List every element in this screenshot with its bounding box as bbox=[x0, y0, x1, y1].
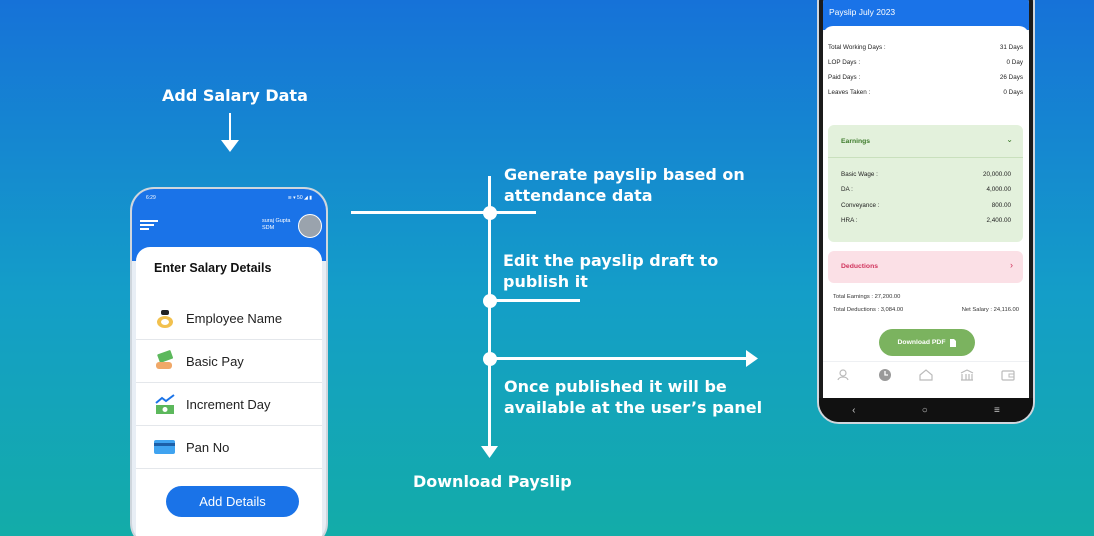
earning-key: HRA : bbox=[841, 217, 858, 224]
add-details-button[interactable]: Add Details bbox=[166, 486, 299, 517]
summary-key: LOP Days : bbox=[828, 59, 861, 66]
summary-key: Paid Days : bbox=[828, 74, 861, 81]
link-left-phone bbox=[351, 211, 536, 214]
published-label: Once published it will be available at t… bbox=[504, 377, 763, 417]
divider bbox=[828, 157, 1023, 158]
down-arrow-1 bbox=[229, 113, 231, 145]
deductions-panel[interactable]: Deductions › bbox=[828, 251, 1023, 283]
arrow-head-icon bbox=[221, 140, 239, 152]
arrow-head-icon bbox=[746, 350, 758, 367]
earnings-panel[interactable]: Earnings ⌄ Basic Wage : 20,000.00 DA : 4… bbox=[828, 125, 1023, 242]
download-payslip-label: Download Payslip bbox=[413, 472, 572, 491]
home-circle-icon[interactable]: ○ bbox=[921, 404, 928, 416]
summary-key: Total Working Days : bbox=[828, 44, 886, 51]
generate-label: Generate payslip based on attendance dat… bbox=[504, 165, 745, 205]
chevron-right-icon[interactable]: › bbox=[1010, 260, 1013, 270]
arrow-head-icon bbox=[481, 446, 498, 458]
net-salary: Net Salary : 24,116.00 bbox=[961, 307, 1019, 313]
earning-key: DA : bbox=[841, 186, 853, 193]
field-increment-day[interactable]: Increment Day bbox=[136, 383, 322, 426]
cash-hand-icon bbox=[154, 350, 176, 372]
field-label: Pan No bbox=[186, 439, 230, 455]
chevron-down-icon[interactable]: ⌄ bbox=[1006, 135, 1013, 144]
payslip-body: Total Working Days : 31 Days LOP Days : … bbox=[823, 26, 1029, 398]
user-name: suraj Gupta bbox=[262, 218, 291, 224]
status-time: 6:29 bbox=[146, 195, 156, 201]
summary-value: 31 Days bbox=[999, 44, 1023, 51]
form-title: Enter Salary Details bbox=[154, 261, 272, 275]
clock-icon[interactable] bbox=[878, 368, 892, 382]
payslip-header: Payslip July 2023 bbox=[823, 0, 1029, 30]
status-icons: ≋ ▾ 50 ◢ ▮ bbox=[287, 195, 312, 201]
download-pdf-label: Download PDF bbox=[897, 339, 946, 346]
flow-spine bbox=[488, 176, 491, 448]
growth-chart-icon bbox=[154, 393, 176, 415]
card-icon bbox=[154, 436, 176, 458]
recents-icon[interactable]: ≡ bbox=[994, 404, 1000, 416]
field-basic-pay[interactable]: Basic Pay bbox=[136, 340, 322, 383]
total-deductions: Total Deductions : 3,084.00 bbox=[833, 307, 904, 313]
field-label: Basic Pay bbox=[186, 353, 244, 369]
salary-form-card: Enter Salary Details Employee Name Basic… bbox=[136, 247, 322, 536]
earning-key: Conveyance : bbox=[841, 202, 880, 209]
user-edit-icon[interactable] bbox=[837, 368, 851, 381]
left-phone: 6:29 ≋ ▾ 50 ◢ ▮ suraj Gupta SDM Enter Sa… bbox=[130, 187, 328, 536]
flow-node bbox=[483, 206, 497, 220]
user-info: suraj Gupta SDM bbox=[262, 218, 290, 232]
wallet-icon[interactable] bbox=[1001, 369, 1015, 381]
earning-value: 4,000.00 bbox=[986, 186, 1011, 193]
flow-node bbox=[483, 352, 497, 366]
avatar[interactable] bbox=[298, 214, 322, 238]
summary-value: 0 Day bbox=[1006, 59, 1023, 66]
status-bar: 6:29 ≋ ▾ 50 ◢ ▮ bbox=[146, 195, 312, 201]
earning-value: 2,400.00 bbox=[986, 217, 1011, 224]
android-nav-bar: ‹ ○ ≡ bbox=[819, 398, 1033, 422]
money-bag-icon bbox=[154, 307, 176, 329]
summary-value: 0 Days bbox=[1003, 89, 1023, 96]
earning-value: 20,000.00 bbox=[982, 171, 1011, 178]
payslip-screen: Payslip July 2023 Total Working Days : 3… bbox=[823, 0, 1029, 398]
bank-icon[interactable] bbox=[960, 368, 974, 381]
right-phone: Payslip July 2023 Total Working Days : 3… bbox=[817, 0, 1035, 424]
link-edit bbox=[490, 299, 580, 302]
total-earnings: Total Earnings : 27,200.00 bbox=[833, 294, 901, 300]
field-label: Increment Day bbox=[186, 396, 271, 412]
field-label: Employee Name bbox=[186, 310, 283, 326]
summary-key: Leaves Taken : bbox=[828, 89, 871, 96]
field-pan-no[interactable]: Pan No bbox=[136, 426, 322, 469]
earning-value: 800.00 bbox=[991, 202, 1011, 209]
bottom-tab-bar bbox=[823, 361, 1029, 387]
menu-icon[interactable] bbox=[140, 219, 158, 231]
download-pdf-button[interactable]: Download PDF bbox=[879, 329, 975, 356]
add-salary-label: Add Salary Data bbox=[162, 86, 308, 105]
payslip-title: Payslip July 2023 bbox=[829, 7, 896, 17]
user-role: SDM bbox=[262, 225, 275, 231]
earnings-title: Earnings bbox=[841, 138, 871, 145]
summary-value: 26 Days bbox=[999, 74, 1023, 81]
document-icon bbox=[950, 338, 957, 347]
link-right-phone bbox=[490, 357, 748, 360]
field-employee-name[interactable]: Employee Name bbox=[136, 297, 322, 340]
earning-key: Basic Wage : bbox=[841, 171, 878, 178]
home-icon[interactable] bbox=[919, 368, 933, 381]
flow-node bbox=[483, 294, 497, 308]
deductions-title: Deductions bbox=[841, 263, 879, 270]
edit-label: Edit the payslip draft to publish it bbox=[503, 251, 719, 291]
back-icon[interactable]: ‹ bbox=[852, 404, 856, 416]
